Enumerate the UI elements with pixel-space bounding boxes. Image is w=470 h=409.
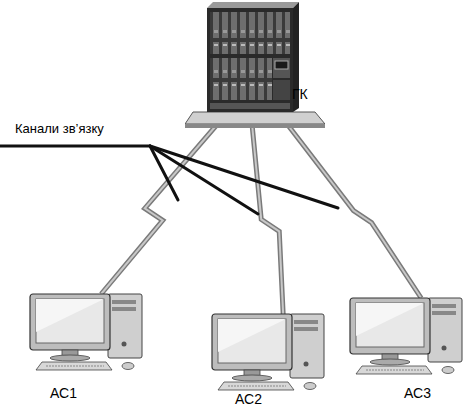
workstation-illustration <box>210 312 328 392</box>
workstation-label: АС2 <box>235 391 262 407</box>
channel-label: Канали зв’язку <box>14 121 105 136</box>
radio-link <box>252 126 283 314</box>
workstation-node: АС3 <box>348 296 466 404</box>
radio-link <box>289 126 422 298</box>
workstation-label: АС3 <box>404 385 431 401</box>
server-label: ГК <box>292 86 308 102</box>
workstation-node: АС2 <box>210 312 328 409</box>
workstation-label: АС1 <box>50 385 77 401</box>
workstation-node: АС1 <box>28 292 146 404</box>
workstation-illustration <box>348 296 466 376</box>
server-node: ГК <box>185 0 325 130</box>
server-illustration <box>185 0 325 130</box>
workstation-illustration <box>28 292 146 372</box>
